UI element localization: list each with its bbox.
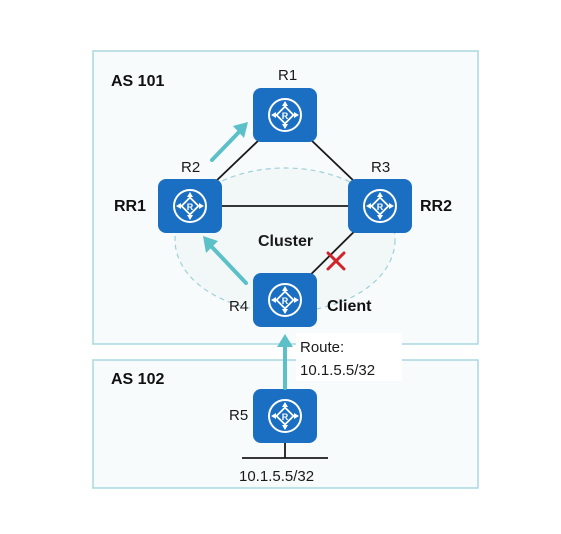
router-r4-role: Client — [327, 298, 372, 315]
router-r1-icon[interactable] — [252, 87, 318, 143]
blocked-mark-icon — [326, 251, 346, 271]
route-arrows — [203, 122, 293, 390]
cluster-label: Cluster — [258, 233, 313, 250]
route-label-line2: 10.1.5.5/32 — [300, 362, 375, 379]
router-r2-icon[interactable] — [157, 178, 223, 234]
router-r3-icon[interactable] — [347, 178, 413, 234]
router-r4-icon[interactable] — [252, 272, 318, 328]
router-r2-name: R2 — [181, 159, 200, 176]
route-label-bg — [296, 333, 402, 381]
network-label: 10.1.5.5/32 — [239, 468, 314, 485]
router-r4-name: R4 — [229, 298, 248, 315]
arrow-r2-to-r1 — [210, 129, 242, 162]
as101-label: AS 101 — [111, 73, 164, 90]
as102-label: AS 102 — [111, 371, 164, 388]
network-stub — [242, 443, 328, 459]
router-r5-name: R5 — [229, 407, 248, 424]
router-r5-icon[interactable] — [252, 388, 318, 444]
router-r2-role: RR1 — [114, 198, 146, 215]
arrow-r4-to-r2 — [209, 244, 248, 285]
router-r1-name: R1 — [278, 67, 297, 84]
route-label-line1: Route: — [300, 339, 344, 356]
router-r3-role: RR2 — [420, 198, 452, 215]
router-r3-name: R3 — [371, 159, 390, 176]
